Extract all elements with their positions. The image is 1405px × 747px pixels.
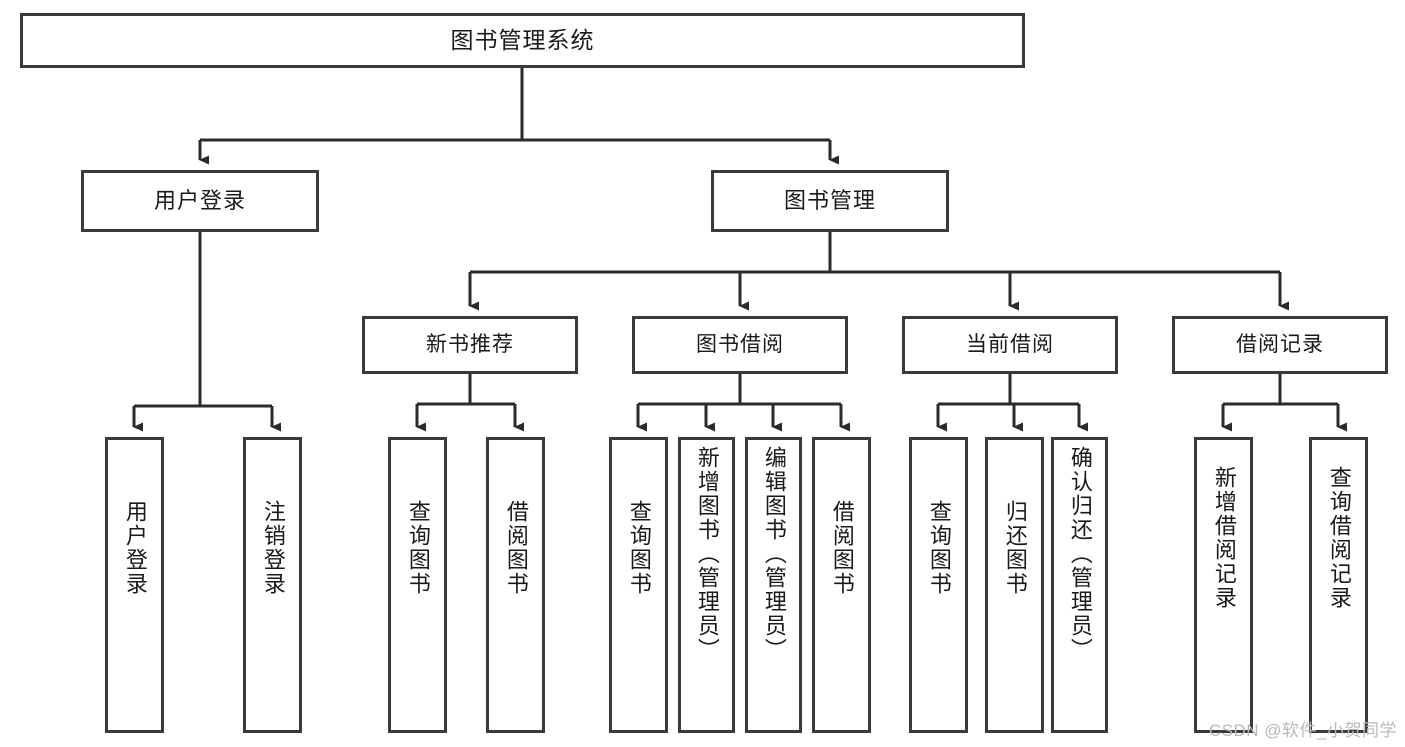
leaf-query-book-2[interactable]: 查询图书 xyxy=(609,437,668,733)
node-book-manage-label: 图书管理 xyxy=(783,188,876,214)
node-borrow-record-label: 借阅记录 xyxy=(1236,332,1324,356)
leaf-query-book-2-label: 查询图书 xyxy=(626,500,652,596)
leaf-logout-label: 注销登录 xyxy=(260,500,286,596)
node-book-manage[interactable]: 图书管理 xyxy=(711,170,949,232)
leaf-add-book-label: 新增图书（管理员） xyxy=(694,446,720,662)
leaf-borrow-book-1[interactable]: 借阅图书 xyxy=(486,437,545,733)
leaf-borrow-book-1-label: 借阅图书 xyxy=(503,500,529,596)
node-new-book-rec-label: 新书推荐 xyxy=(426,332,514,356)
node-borrow-record[interactable]: 借阅记录 xyxy=(1172,316,1388,374)
leaf-query-record[interactable]: 查询借阅记录 xyxy=(1309,437,1368,733)
node-user-login[interactable]: 用户登录 xyxy=(81,170,319,232)
node-user-login-label: 用户登录 xyxy=(153,188,246,214)
leaf-add-record[interactable]: 新增借阅记录 xyxy=(1194,437,1253,733)
watermark: CSDN @软件_小贺同学 xyxy=(1208,721,1397,740)
leaf-confirm-return-label: 确认归还（管理员） xyxy=(1067,446,1093,662)
leaf-add-record-label: 新增借阅记录 xyxy=(1211,466,1237,610)
node-book-borrow-label: 图书借阅 xyxy=(696,332,784,356)
leaf-edit-book[interactable]: 编辑图书（管理员） xyxy=(745,437,802,733)
leaf-return-book[interactable]: 归还图书 xyxy=(985,437,1044,733)
leaf-return-book-label: 归还图书 xyxy=(1002,500,1028,596)
leaf-user-login-label: 用户登录 xyxy=(122,500,148,596)
leaf-user-login[interactable]: 用户登录 xyxy=(105,437,164,733)
leaf-query-book-3-label: 查询图书 xyxy=(926,500,952,596)
leaf-logout[interactable]: 注销登录 xyxy=(243,437,302,733)
leaf-query-book-1[interactable]: 查询图书 xyxy=(388,437,447,733)
leaf-query-record-label: 查询借阅记录 xyxy=(1326,466,1352,610)
leaf-borrow-book-2[interactable]: 借阅图书 xyxy=(812,437,871,733)
leaf-borrow-book-2-label: 借阅图书 xyxy=(829,500,855,596)
node-new-book-rec[interactable]: 新书推荐 xyxy=(362,316,578,374)
node-current-borrow-label: 当前借阅 xyxy=(966,332,1054,356)
node-root-label: 图书管理系统 xyxy=(450,26,595,53)
leaf-edit-book-label: 编辑图书（管理员） xyxy=(761,446,787,662)
leaf-query-book-1-label: 查询图书 xyxy=(405,500,431,596)
leaf-confirm-return[interactable]: 确认归还（管理员） xyxy=(1051,437,1108,733)
node-book-borrow[interactable]: 图书借阅 xyxy=(632,316,848,374)
leaf-query-book-3[interactable]: 查询图书 xyxy=(909,437,968,733)
node-current-borrow[interactable]: 当前借阅 xyxy=(902,316,1118,374)
leaf-add-book[interactable]: 新增图书（管理员） xyxy=(678,437,735,733)
node-root[interactable]: 图书管理系统 xyxy=(20,13,1025,68)
